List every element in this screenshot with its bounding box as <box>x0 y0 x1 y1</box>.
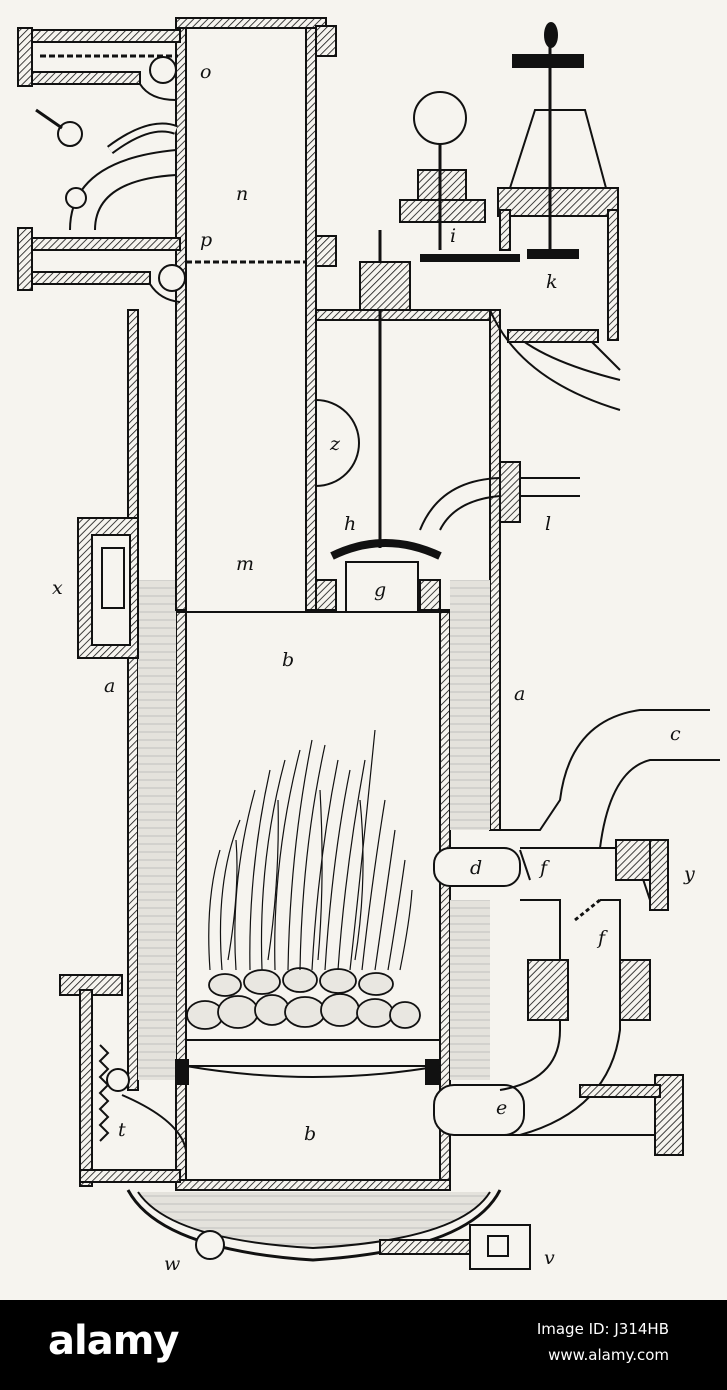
flue-wall-right <box>305 17 317 611</box>
label-b-bottom: b <box>304 1123 316 1145</box>
safety-valve-ball <box>413 91 467 145</box>
label-w: w <box>164 1253 180 1275</box>
label-e: e <box>496 1097 507 1119</box>
label-v: v <box>544 1247 555 1269</box>
valve-p-gear <box>158 264 186 292</box>
label-d: d <box>470 857 482 879</box>
flue-wall-left <box>175 17 187 611</box>
label-p: p <box>200 229 212 251</box>
inner-wall-left <box>175 609 187 1191</box>
valve-g <box>345 561 419 613</box>
label-g: g <box>374 579 386 601</box>
label-o: o <box>200 61 211 83</box>
label-f-upper: f <box>538 857 550 879</box>
label-l: l <box>545 513 551 535</box>
label-c: c <box>670 723 681 745</box>
label-z: z <box>329 433 341 455</box>
label-a-right: a <box>514 683 525 705</box>
label-b-top: b <box>282 649 294 671</box>
label-f-lower: f <box>596 927 608 949</box>
label-h: h <box>344 513 356 535</box>
label-x: x <box>52 577 63 599</box>
flames <box>208 729 413 971</box>
sight-glass-z <box>315 399 360 487</box>
label-y: y <box>683 863 695 885</box>
furnace-drawing: o n p i k z h l m g x b a a c d f y f e … <box>17 17 720 1275</box>
outer-wall-right <box>489 309 501 831</box>
water-right-lower <box>450 900 490 1080</box>
valve-o-gear <box>149 56 177 84</box>
brand-logo: alamy <box>48 1318 179 1364</box>
site-url-text: www.alamy.com <box>548 1346 669 1364</box>
label-k: k <box>546 271 558 293</box>
label-i: i <box>450 225 456 247</box>
water-left <box>138 580 176 1080</box>
watermark-footer: alamy Image ID: J314HB www.alamy.com <box>0 1300 727 1390</box>
label-t: t <box>118 1119 126 1141</box>
label-a-left: a <box>104 675 115 697</box>
grate <box>185 1039 441 1067</box>
label-m: m <box>236 553 254 575</box>
image-id-text: Image ID: J314HB <box>536 1320 669 1338</box>
furnace-diagram: o n p i k z h l m g x b a a c d f y f e … <box>0 0 727 1300</box>
coal-bed <box>186 967 421 1030</box>
water-right <box>450 580 490 830</box>
outer-wall-left <box>127 309 139 1091</box>
label-n: n <box>236 183 248 205</box>
